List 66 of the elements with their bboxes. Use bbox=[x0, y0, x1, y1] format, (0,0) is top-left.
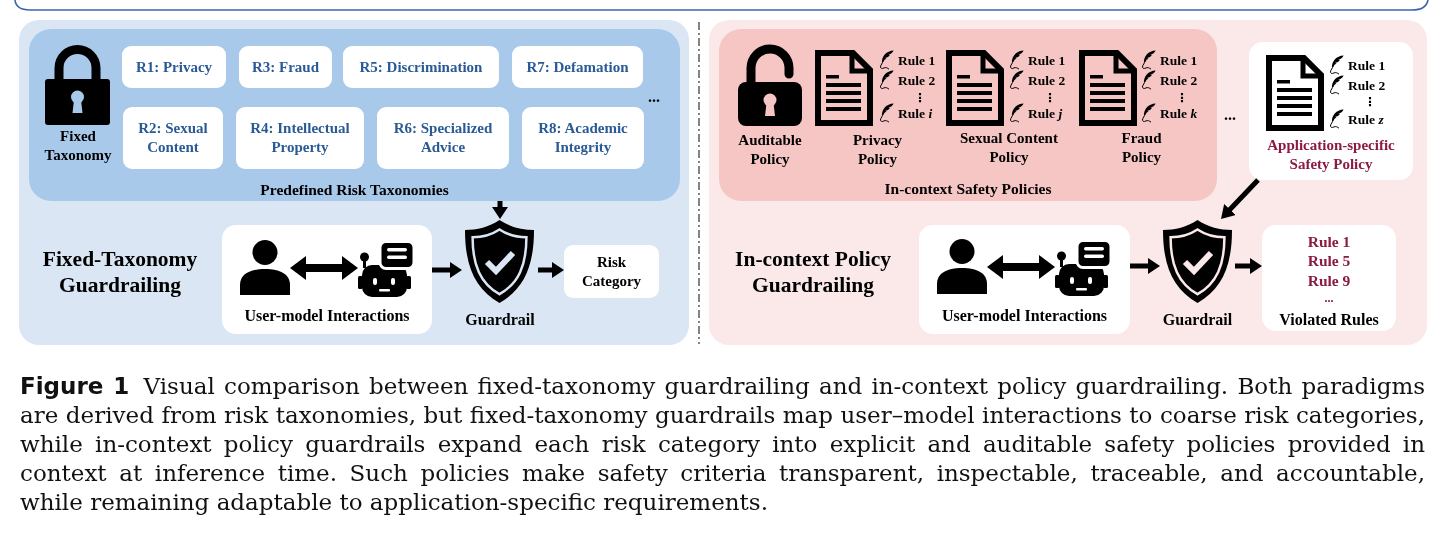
group-label: In-context Safety Policies bbox=[884, 180, 1052, 198]
policy-caption: Application-specific Safety Policy bbox=[1266, 136, 1396, 174]
category-card: R1: Privacy bbox=[122, 46, 226, 88]
icon-caption: Guardrail bbox=[1162, 310, 1233, 330]
arrow bbox=[1235, 258, 1262, 274]
panel-heading: Fixed-Taxonomy Guardrailing bbox=[41, 246, 199, 298]
interaction-card bbox=[919, 225, 1130, 334]
rule-label: Rule z bbox=[1348, 111, 1384, 129]
panel-heading: In-context Policy Guardrailing bbox=[734, 246, 892, 298]
category-card: R5: Discrimination bbox=[343, 46, 499, 88]
group-label: Predefined Risk Taxonomies bbox=[260, 181, 449, 199]
category-card: R4: Intellectual Property bbox=[236, 107, 364, 169]
double-arrow bbox=[290, 256, 358, 280]
double-arrow bbox=[987, 255, 1055, 279]
policy-card bbox=[1249, 42, 1413, 180]
category-card: R8: Academic Integrity bbox=[522, 107, 644, 169]
rule-label: Rule i bbox=[898, 105, 933, 123]
panel bbox=[709, 20, 1427, 345]
group-panel bbox=[719, 29, 1217, 201]
arrow bbox=[538, 262, 564, 278]
icon-caption: Fixed Taxonomy bbox=[43, 127, 113, 165]
category-card: R7: Defamation bbox=[512, 46, 643, 88]
rule-label: Rule 1 bbox=[1028, 52, 1066, 70]
vertical-ellipsis: ⋮ bbox=[1044, 90, 1056, 106]
rule-label: Rule 1 bbox=[1160, 52, 1198, 70]
rule-label: Rule 1 bbox=[1307, 233, 1351, 251]
arrow bbox=[432, 262, 462, 278]
category-card: R2: Sexual Content bbox=[123, 107, 223, 169]
person-icon bbox=[240, 240, 290, 295]
output-card bbox=[1262, 225, 1396, 331]
arrow bbox=[1130, 258, 1160, 274]
icon-caption: Auditable Policy bbox=[737, 131, 803, 169]
card-caption: User-model Interactions bbox=[941, 306, 1108, 326]
card-caption: Violated Rules bbox=[1279, 310, 1379, 330]
vertical-ellipsis: ⋮ bbox=[1176, 90, 1188, 106]
ellipsis-text: ... bbox=[648, 88, 660, 106]
category-card: R3: Fraud bbox=[239, 46, 332, 88]
person-icon bbox=[937, 239, 987, 294]
policy-caption: Sexual Content Policy bbox=[959, 129, 1059, 167]
output-card: Risk Category bbox=[564, 245, 659, 298]
panel bbox=[19, 20, 689, 345]
figure-caption: Figure 1 Visual comparison between fixed-taxonomy guardrailing and in-context policy guardrailing. Both paradigms are derived from risk taxonomies, but fixed-taxonomy guardrails map user–model interactions to coarse risk categories, while in-context policy guardrails expand each risk category into explicit and auditable safety policies provided in context at inference time. Such policies make safety criteria transparent, inspectable, traceable, and accountable, while remaining adaptable to application-specific requirements. bbox=[20, 372, 1425, 517]
rule-label: Rule 5 bbox=[1307, 252, 1351, 270]
rule-label: Rule k bbox=[1160, 105, 1198, 123]
vertical-ellipsis: ⋮ bbox=[914, 90, 926, 106]
vertical-ellipsis: ⋮ bbox=[1364, 94, 1376, 110]
rule-label: Rule 1 bbox=[898, 52, 936, 70]
rule-label: Rule 1 bbox=[1348, 57, 1386, 75]
category-card: R6: Specialized Advice bbox=[377, 107, 509, 169]
robot-icon bbox=[1055, 239, 1113, 296]
rule-label: Rule 2 bbox=[1348, 77, 1386, 95]
policy-caption: Privacy Policy bbox=[851, 131, 904, 169]
group-panel bbox=[29, 29, 680, 201]
arrow bbox=[1219, 178, 1260, 221]
rule-label: Rule 2 bbox=[898, 72, 936, 90]
arrow bbox=[492, 201, 508, 219]
rule-label: Rule 2 bbox=[1160, 72, 1198, 90]
rule-label: Rule 2 bbox=[1028, 72, 1066, 90]
card-caption: User-model Interactions bbox=[244, 306, 410, 326]
ellipsis-text: ... bbox=[1224, 106, 1236, 124]
ellipsis-text: ... bbox=[1324, 292, 1334, 304]
interaction-card bbox=[222, 225, 432, 334]
icon-caption: Guardrail bbox=[465, 310, 535, 330]
policy-caption: Fraud Policy bbox=[1120, 129, 1163, 167]
rule-label: Rule 9 bbox=[1307, 272, 1351, 290]
robot-icon bbox=[358, 240, 416, 297]
